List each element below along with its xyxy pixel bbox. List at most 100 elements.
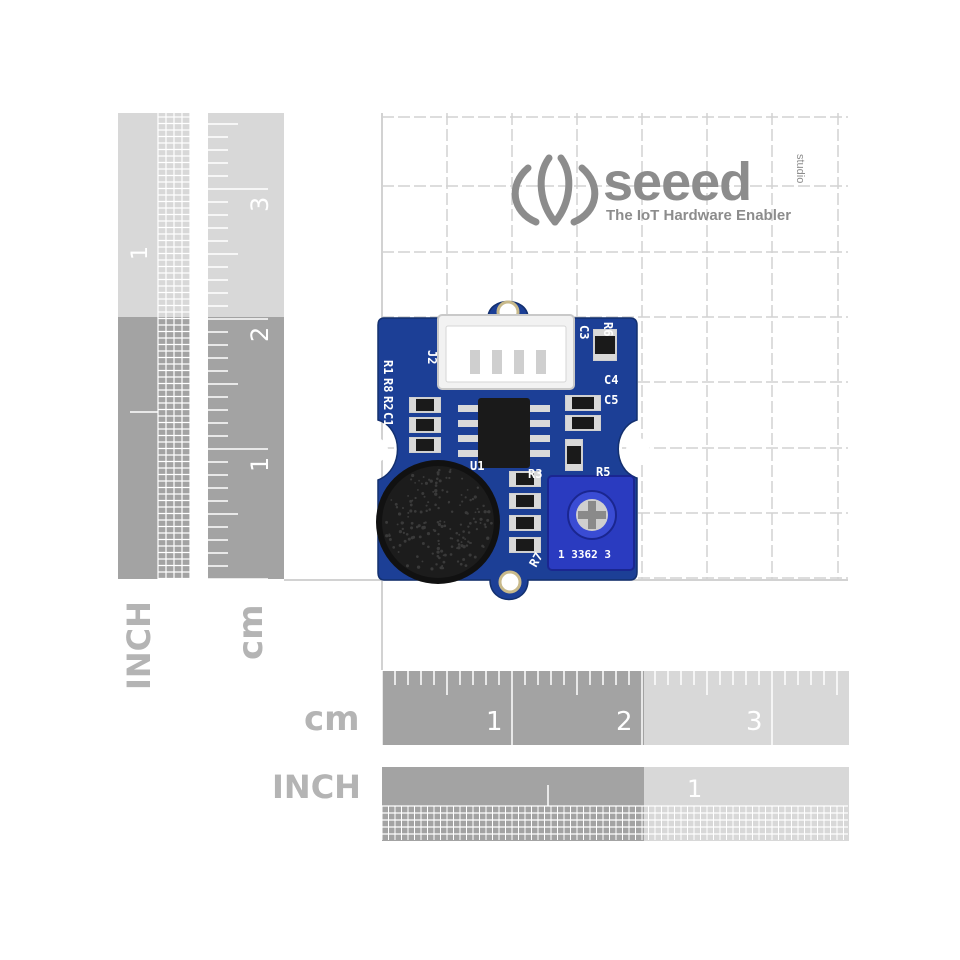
smd-pad <box>566 440 582 446</box>
vertical-cm-label: cm <box>231 604 271 660</box>
mic-texture <box>467 531 471 534</box>
mic-texture <box>400 521 404 525</box>
mic-texture <box>402 531 406 535</box>
horizontal-cm-number-1: 1 <box>486 707 503 737</box>
mic-texture <box>430 567 434 571</box>
mic-texture <box>467 525 470 528</box>
mic-texture <box>467 540 470 543</box>
mic-texture <box>469 498 472 502</box>
mic-texture <box>476 486 480 489</box>
mic-texture <box>394 502 398 506</box>
mic-texture <box>388 538 392 541</box>
mic-texture <box>472 517 475 520</box>
vertical-cm-ruler: 3 2 1 cm <box>208 113 284 660</box>
mic-texture <box>439 520 442 523</box>
grove-connector <box>437 314 575 390</box>
silkscreen-label: R3 <box>528 467 542 481</box>
mic-texture <box>421 492 425 496</box>
mic-texture <box>437 539 440 543</box>
mic-texture <box>449 468 452 471</box>
mic-texture <box>398 530 403 534</box>
silkscreen-label: C5 <box>604 393 618 407</box>
mic-texture <box>449 537 452 540</box>
vertical-inch-number: 1 <box>128 246 153 260</box>
mic-texture <box>431 552 434 555</box>
mic-texture <box>410 526 414 530</box>
smd-pad <box>410 398 416 412</box>
brand-superscript: studio <box>794 154 806 183</box>
smd-pad <box>510 538 516 552</box>
mic-texture <box>461 477 464 480</box>
mic-texture <box>450 545 454 548</box>
potentiometer-marking: 1 3362 3 <box>558 548 611 561</box>
mic-texture <box>416 565 421 569</box>
mic-texture <box>456 560 460 563</box>
silkscreen-label: U1 <box>470 459 484 473</box>
mic-texture <box>403 539 407 543</box>
mic-texture <box>429 479 433 483</box>
mic-texture <box>436 471 440 475</box>
mic-texture <box>426 531 431 536</box>
mic-texture <box>456 546 459 550</box>
mic-texture <box>388 533 391 536</box>
vertical-inch-label: INCH <box>120 601 158 690</box>
mic-texture <box>438 496 441 499</box>
smd-pad <box>534 472 540 486</box>
mic-texture <box>432 528 435 531</box>
mic-texture <box>436 554 440 558</box>
mic-texture <box>413 510 417 513</box>
mic-texture <box>407 511 410 514</box>
mic-texture <box>427 545 430 549</box>
smd-pad <box>510 516 516 530</box>
mic-texture <box>447 500 451 504</box>
mic-texture <box>443 524 447 528</box>
smd-pad <box>594 416 600 430</box>
smd-pad <box>594 354 616 360</box>
smd-pad <box>434 438 440 452</box>
mic-texture <box>456 539 460 542</box>
mic-texture <box>483 510 487 514</box>
mic-texture <box>427 501 430 504</box>
mic-texture <box>437 522 442 527</box>
mic-texture <box>486 510 490 513</box>
smd-pad <box>534 494 540 508</box>
smd-pad <box>534 516 540 530</box>
smd-pad <box>594 396 600 410</box>
mic-texture <box>464 538 467 541</box>
mic-texture <box>420 482 423 485</box>
mic-texture <box>436 550 440 554</box>
silkscreen-label: J2 <box>425 350 439 364</box>
mic-texture <box>419 510 423 514</box>
mic-texture <box>468 522 472 525</box>
mic-texture <box>457 543 461 546</box>
vertical-cm-number-2: 2 <box>246 327 274 342</box>
mic-texture <box>443 553 447 557</box>
mic-texture <box>397 512 402 516</box>
mic-texture <box>477 510 481 514</box>
mic-texture <box>437 533 440 536</box>
mic-texture <box>437 506 440 510</box>
mic-texture <box>464 564 468 568</box>
mic-texture <box>428 508 432 511</box>
potentiometer: 1 3362 3 <box>547 475 635 571</box>
mic-texture <box>425 509 428 513</box>
smd-pad <box>510 494 516 508</box>
horizontal-cm-ruler: 1 2 3 cm <box>304 671 849 745</box>
mic-texture <box>405 532 409 536</box>
mic-texture <box>434 503 437 507</box>
mounting-hole-bottom <box>498 570 522 594</box>
mic-texture <box>440 550 444 553</box>
mic-texture <box>423 521 426 525</box>
mic-texture <box>401 506 405 510</box>
mic-texture <box>401 527 405 531</box>
mic-texture <box>397 551 400 553</box>
mic-texture <box>421 560 424 563</box>
mic-texture <box>422 476 425 478</box>
mic-texture <box>458 533 461 536</box>
silkscreen-label: R7 <box>526 550 545 570</box>
silkscreen-label: R6 <box>601 322 615 336</box>
smd-pad <box>410 418 416 432</box>
mic-texture <box>434 484 438 487</box>
smd-pad <box>594 330 616 336</box>
